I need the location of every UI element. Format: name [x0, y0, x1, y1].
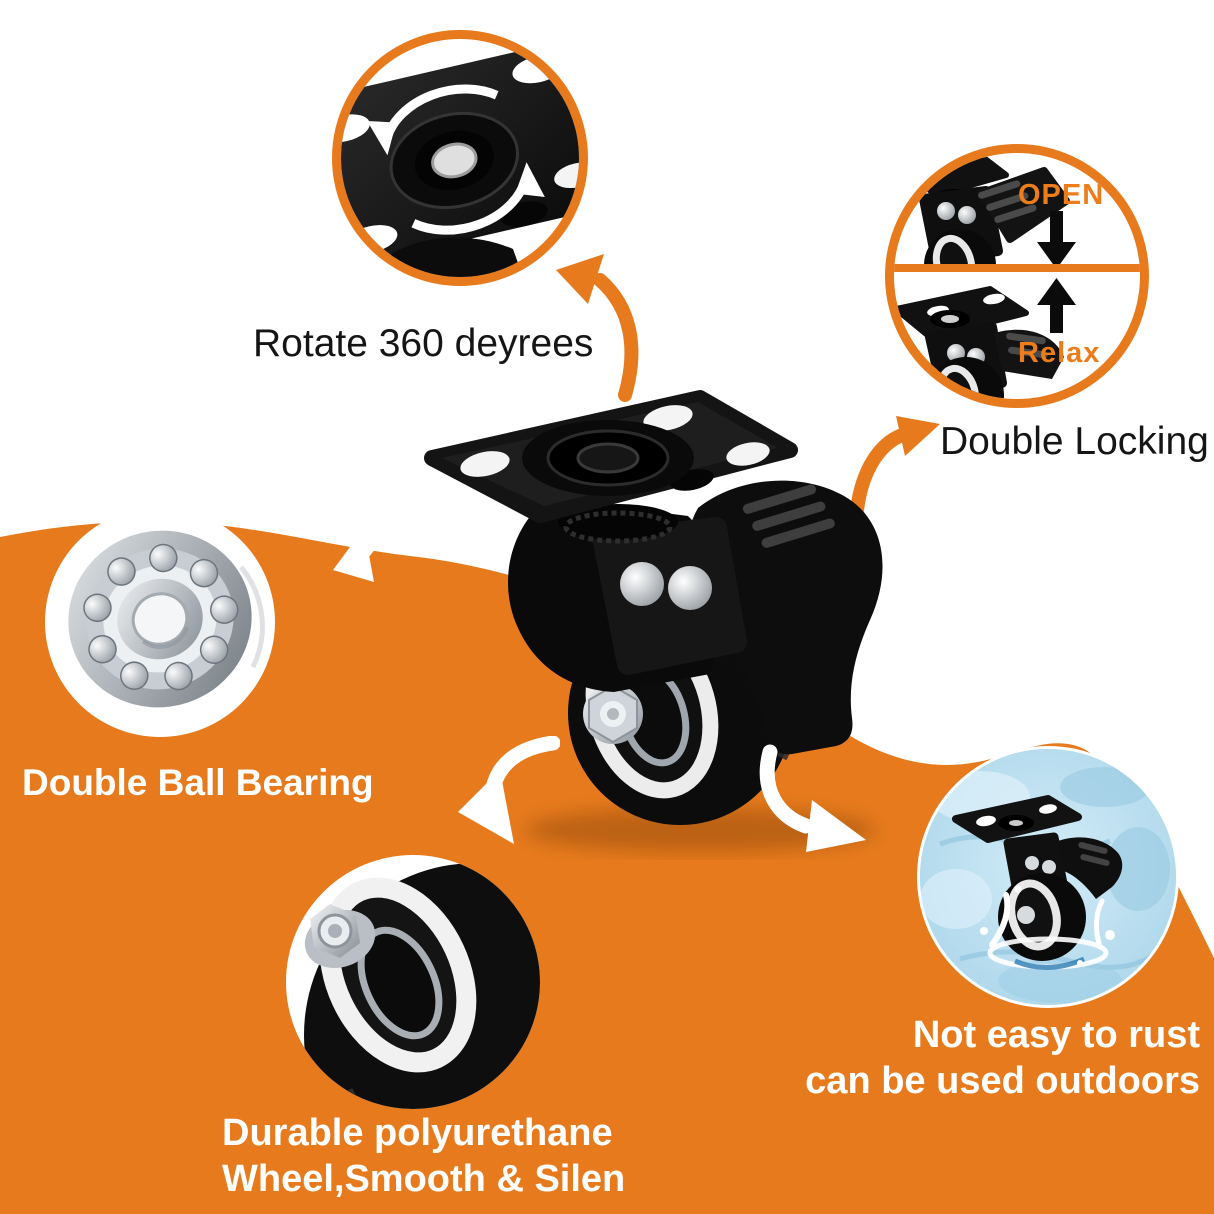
- locking-states-photo: [894, 153, 1140, 399]
- divider-line: [894, 264, 1140, 272]
- axle-nut: [583, 684, 643, 744]
- rustproof-feature-circle: [917, 746, 1179, 1008]
- rust-proof-label: Not easy to rust can be used outdoors: [600, 1012, 1200, 1104]
- rotation-arrows-icon: [367, 84, 545, 235]
- press-down-arrow-icon: [1037, 211, 1076, 269]
- white-curved-arrow-icon: [458, 736, 560, 844]
- ball-bearing-photo: [68, 530, 265, 708]
- locking-feature-circle: OPEN Relax: [885, 144, 1149, 408]
- bearing-feature-circle: [45, 507, 275, 737]
- open-label: OPEN: [1018, 179, 1105, 211]
- caster-open-photo: [905, 153, 1070, 264]
- white-curved-arrow-icon: [333, 526, 444, 582]
- release-up-arrow-icon: [1037, 278, 1076, 333]
- rotate-feature-circle: [332, 30, 588, 286]
- wheel-label-line2: Wheel,Smooth & Silen: [222, 1158, 626, 1200]
- rust-label-line2: can be used outdoors: [805, 1060, 1200, 1102]
- water-splash: [980, 885, 1115, 971]
- swivel-plate-photo: [341, 39, 579, 277]
- rotate360-label: Rotate 360 deyrees: [253, 322, 594, 365]
- ball-bearing-label: Double Ball Bearing: [22, 762, 374, 803]
- double-locking-label: Double Locking: [940, 420, 1209, 463]
- orange-curved-arrow-icon: [850, 416, 940, 517]
- axle-bolt: [304, 904, 376, 969]
- caster-in-water-photo: [920, 749, 1176, 1005]
- orange-curved-arrow-icon: [556, 254, 639, 402]
- main-caster-product-image: [424, 390, 883, 852]
- wheel-label-line1: Durable polyurethane: [222, 1112, 613, 1154]
- polyurethane-wheel-photo: [304, 863, 540, 1109]
- relax-label: Relax: [1018, 337, 1101, 369]
- polyurethane-wheel-label: Durable polyurethane Wheel,Smooth & Sile…: [222, 1110, 625, 1202]
- white-curved-arrow-icon: [759, 744, 866, 852]
- rust-label-line1: Not easy to rust: [912, 1014, 1200, 1056]
- wheel-feature-circle: [286, 855, 540, 1109]
